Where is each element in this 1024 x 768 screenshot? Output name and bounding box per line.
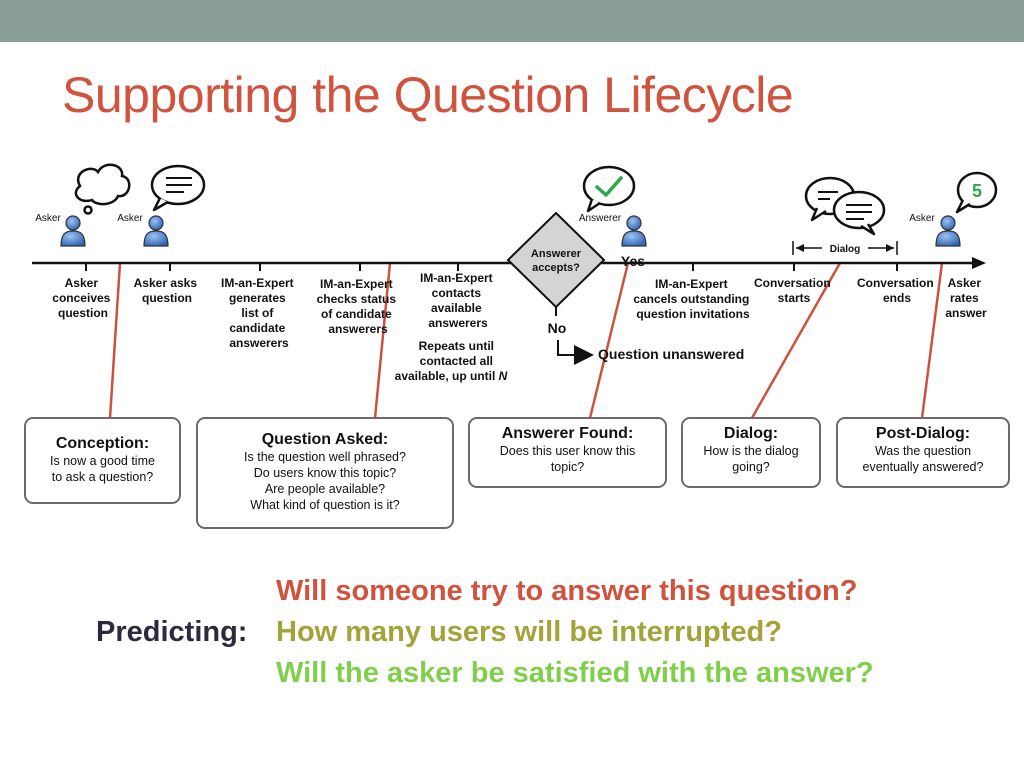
- stage-title: Question Asked:: [261, 431, 389, 448]
- stage-line: to ask a question?: [51, 470, 154, 484]
- dialog-span-label: Dialog: [830, 244, 861, 255]
- top-banner: [0, 0, 1024, 42]
- stage-box-conception: Conception: Is now a good time to ask a …: [24, 417, 181, 504]
- stage-line: How is the dialog: [703, 444, 799, 458]
- step-label-3: IM-an-Expert generates list of candidate…: [221, 276, 297, 350]
- stage-line: eventually answered?: [862, 460, 984, 474]
- thought-bubble-icon: [74, 163, 131, 215]
- step-label-7: Conversation starts: [754, 276, 834, 305]
- stage-line: What kind of question is it?: [250, 498, 400, 512]
- asker-person-icon: [143, 215, 169, 247]
- stage-line: Is the question well phrased?: [244, 450, 406, 464]
- step-label-6: IM-an-Expert cancels outstanding questio…: [633, 277, 752, 321]
- step-label-1: Asker conceives question: [52, 276, 113, 320]
- person-label-4: Asker: [909, 213, 935, 224]
- stage-box-answerer-found: Answerer Found: Does this user know this…: [468, 417, 667, 488]
- rating-value: 5: [972, 181, 982, 201]
- timeline-arrowhead: [972, 257, 986, 269]
- stage-box-question-asked: Question Asked: Is the question well phr…: [196, 417, 454, 529]
- stage-line: going?: [732, 460, 770, 474]
- stage-title: Post-Dialog:: [875, 425, 971, 442]
- step-label-5: IM-an-Expert contacts available answerer…: [420, 271, 496, 330]
- connector-question-asked: [373, 262, 392, 419]
- asker-person-icon: [60, 215, 86, 247]
- repeat-note: Repeats until contacted all available, u…: [395, 339, 508, 383]
- stage-box-dialog: Dialog: How is the dialog going?: [681, 417, 821, 488]
- person-label-3: Answerer: [579, 213, 622, 224]
- person-label-2: Asker: [117, 213, 143, 224]
- check-bubble-icon: [582, 165, 636, 213]
- no-label: No: [548, 320, 567, 336]
- step-label-9: Asker rates answer: [945, 276, 987, 320]
- connector-dialog: [750, 262, 842, 419]
- yes-label: Yes: [621, 253, 645, 269]
- stage-line: Was the question: [874, 444, 972, 458]
- slide-title: Supporting the Question Lifecycle: [62, 67, 794, 123]
- stage-title: Answerer Found:: [501, 425, 634, 442]
- no-arrow: [557, 340, 594, 365]
- predicting-label: Predicting:: [96, 616, 248, 648]
- connector-conception: [108, 262, 122, 419]
- asker-person-icon: [935, 215, 961, 247]
- stage-connectors: [108, 262, 944, 419]
- question-unanswered-label: Question unanswered: [598, 346, 744, 362]
- answerer-person-icon: [621, 215, 647, 247]
- decision-diamond: [506, 211, 606, 309]
- speech-bubble-icon: [150, 164, 206, 212]
- stage-title: Dialog:: [723, 425, 779, 442]
- dialog-bubbles-icon: [804, 176, 886, 236]
- stage-title: Conception:: [55, 435, 150, 452]
- step-labels: Asker conceives question Asker asks ques…: [52, 271, 987, 383]
- connector-answerer-found: [588, 262, 630, 419]
- decision-line2: accepts?: [532, 262, 580, 274]
- step-label-4: IM-an-Expert checks status of candidate …: [317, 277, 400, 336]
- decision-line1: Answerer: [531, 248, 582, 260]
- stage-line: topic?: [550, 460, 585, 474]
- stage-box-post-dialog: Post-Dialog: Was the question eventually…: [836, 417, 1010, 488]
- rating-bubble-icon: 5: [955, 171, 998, 214]
- predicting-question-2: How many users will be interrupted?: [276, 616, 782, 648]
- stage-line: Are people available?: [264, 482, 386, 496]
- person-label-1: Asker: [35, 213, 61, 224]
- connector-post-dialog: [920, 262, 944, 419]
- step-label-8: Conversation ends: [857, 276, 937, 305]
- step-label-2: Asker asks question: [134, 276, 201, 305]
- stage-line: Does this user know this: [499, 444, 636, 458]
- predicting-question-1: Will someone try to answer this question…: [276, 575, 858, 607]
- stage-line: Do users know this topic?: [253, 466, 397, 480]
- stage-line: Is now a good time: [50, 454, 155, 468]
- timeline-ticks: [85, 263, 898, 271]
- predicting-question-3: Will the asker be satisfied with the ans…: [276, 657, 874, 689]
